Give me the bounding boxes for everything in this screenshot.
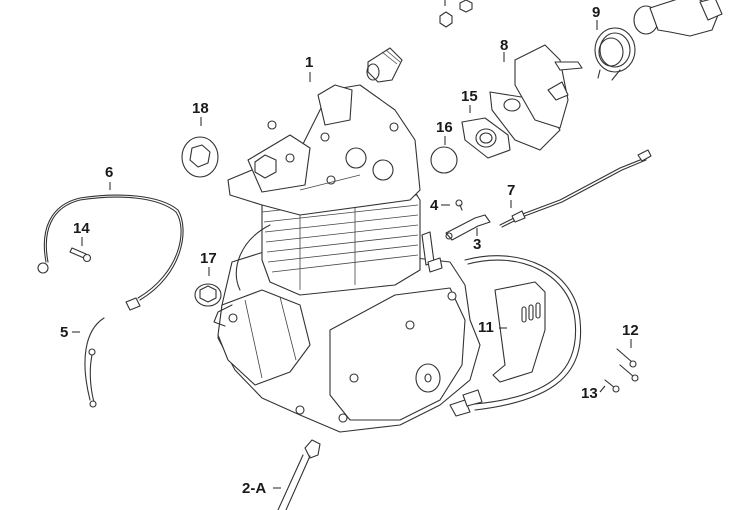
bolt-4: [455, 199, 463, 211]
wiring-loop: [449, 255, 582, 417]
leader-lines: [72, 20, 632, 489]
bolts-12-13: [604, 348, 639, 393]
callout-11: 11: [478, 319, 494, 336]
callout-9: 9: [592, 4, 601, 21]
sprocket-cover: [492, 281, 546, 383]
callout-12: 12: [622, 322, 639, 339]
callout-15: 15: [461, 88, 478, 105]
callout-18: 18: [192, 100, 209, 117]
oil-filler-cap: [194, 283, 222, 307]
o-ring: [430, 146, 458, 174]
battery-cable: [37, 194, 184, 311]
engine-assembly: [213, 84, 481, 433]
callout-13: 13: [581, 385, 598, 402]
callout-5: 5: [60, 324, 69, 341]
carburetor: [489, 44, 583, 151]
callout-1: 1: [305, 54, 314, 71]
tappet-cap: [181, 136, 219, 178]
callout-17: 17: [200, 250, 217, 267]
bracket-3: [445, 214, 491, 241]
callout-8: 8: [500, 37, 509, 54]
rubber-boot: [366, 47, 403, 83]
callout-3: 3: [473, 236, 482, 253]
bolt-14: [69, 247, 92, 263]
nuts: [439, 0, 473, 28]
callout-4: 4: [430, 197, 439, 214]
callout-2a: 2-A: [242, 480, 267, 497]
callout-16: 16: [436, 119, 453, 136]
throttle-body: [633, 0, 723, 37]
clutch-cable: [499, 149, 652, 228]
ground-wire: [84, 317, 105, 408]
callout-6: 6: [105, 164, 114, 181]
intake-boot: [594, 27, 636, 81]
callout-7: 7: [507, 182, 516, 199]
insulator: [461, 117, 511, 159]
callout-14: 14: [73, 220, 90, 237]
kick-lever: [277, 439, 321, 510]
